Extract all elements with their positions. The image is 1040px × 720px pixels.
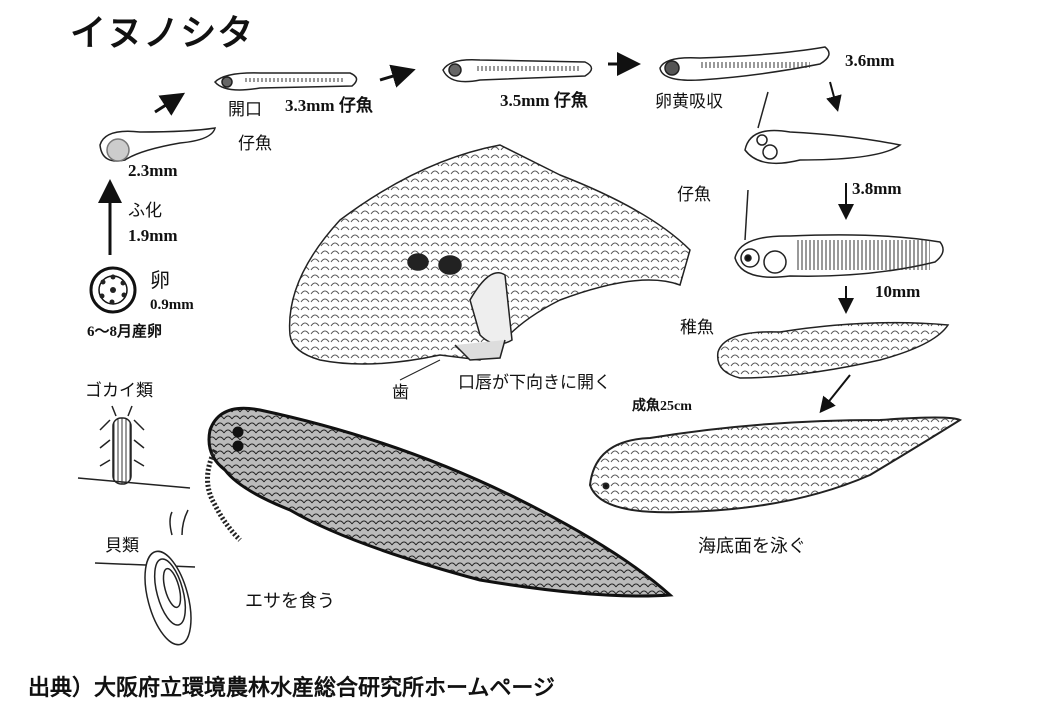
label-feeding: エサを食う xyxy=(245,591,335,612)
label-teeth: 歯 xyxy=(392,383,409,403)
label-polychaete: ゴカイ類 xyxy=(85,381,153,401)
label-larva-1: 仔魚 xyxy=(238,134,272,154)
label-egg: 卵 xyxy=(150,268,170,292)
label-lips: 口唇が下向きに開く xyxy=(458,373,611,393)
label-hatch: ふ化 xyxy=(128,201,162,221)
label-larva-3: 3.5mm 仔魚 xyxy=(500,91,588,110)
label-larva-2: 3.3mm 仔魚 xyxy=(285,96,373,115)
larva-3-6mm xyxy=(744,91,902,165)
label-size-3-6: 3.6mm xyxy=(845,51,895,70)
larva-3-3mm xyxy=(213,72,358,91)
adult-fish xyxy=(588,416,963,514)
label-hatch-size: 1.9mm xyxy=(128,226,178,245)
polychaete-drawing xyxy=(77,405,191,489)
label-size-3-8: 3.8mm xyxy=(852,179,902,198)
citation: 出典）大阪府立環境農林水産総合研究所ホームページ xyxy=(28,676,555,701)
label-larva-4: 仔魚 xyxy=(677,185,711,205)
head-closeup xyxy=(288,144,691,381)
label-egg-size: 0.9mm xyxy=(150,297,194,313)
page-title: イヌノシタ xyxy=(70,13,255,54)
feeding-fish xyxy=(205,406,674,598)
egg-drawing xyxy=(89,266,137,314)
label-spawning: 6〜8月産卵 xyxy=(87,324,163,340)
larva-3-5mm xyxy=(442,58,593,83)
label-size-10: 10mm xyxy=(875,282,921,301)
label-juvenile: 稚魚 xyxy=(680,318,714,338)
label-mouth-open: 開口 xyxy=(228,100,262,120)
label-adult: 成魚25cm xyxy=(632,399,692,414)
arrows xyxy=(98,52,854,414)
juvenile-fish xyxy=(716,321,950,379)
larva-2-3mm xyxy=(99,127,217,162)
label-larva-1-size: 2.3mm xyxy=(128,161,178,180)
larva-yolk-absorbed xyxy=(659,46,830,81)
shellfish-drawing xyxy=(94,509,196,646)
larva-3-8mm xyxy=(734,189,944,278)
arrow-to-3-3mm xyxy=(154,92,186,116)
arrow-to-3-5mm xyxy=(379,64,416,88)
arrow-to-3-6mm xyxy=(826,81,842,112)
label-yolk-absorbed: 卵黄吸収 xyxy=(655,92,723,112)
arrow-to-adult xyxy=(819,374,851,414)
label-swimming: 海底面を泳ぐ xyxy=(698,536,806,557)
label-shellfish: 貝類 xyxy=(105,536,139,556)
